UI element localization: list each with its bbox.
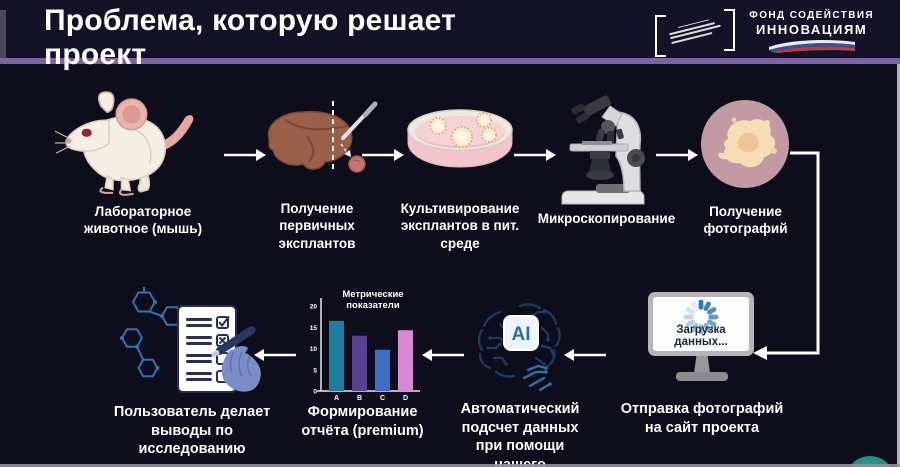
monitor-icon: Загрузка данных... [648,292,754,356]
svg-text:C: C [380,395,385,402]
step-label-photos: Получение фотографий [703,204,788,237]
step-label-report: Формирование отчёта (premium) [301,404,424,439]
left-edge-accent [0,10,6,58]
step-label-upload: Отправка фотографий на сайт проекта [620,401,784,436]
bottom-edge-strip [0,464,900,467]
monitor-stand [694,356,710,373]
bracket-left-icon [655,15,667,57]
logo-org-line1: ФОНД СОДЕЙСТВИЯ [749,9,874,21]
arrow-left-icon [422,349,464,361]
svg-text:0: 0 [313,389,317,396]
arrow-right-icon [656,149,698,161]
microscope-icon [561,95,645,205]
clipboard-conclusions-icon [120,287,261,393]
loading-text: Загрузка данных... [674,324,728,348]
right-edge-strip [897,64,900,467]
step-label-mouse: Лабораторное животное (мышь) [83,204,203,237]
logo-fineprint-lines [668,14,723,46]
ai-brain-icon: AI [477,303,561,392]
svg-text:A: A [334,395,339,402]
micrograph-photo-icon [701,100,789,188]
step-label-microscopy: Микроскопирование [537,211,676,226]
arrow-right-icon [224,149,266,161]
chart-title: Метрические показатели [342,289,404,312]
teal-corner-dot [845,456,895,467]
step-label-cultivation: Культивирование эксплантов в пит. среде [400,201,520,251]
arrow-left-icon [564,349,606,361]
ai-chip-label: AI [512,324,531,345]
svg-text:B: B [357,395,362,402]
svg-text:20: 20 [310,304,318,311]
header-band [0,0,900,58]
step-label-ai: Автоматический подсчет данных при помощи… [460,401,580,467]
accent-divider-line [0,58,900,64]
step-label-conclusions: Пользователь делает выводы по исследован… [113,404,271,458]
monitor-screen: Загрузка данных... [653,297,749,351]
loading-spinner-icon [683,299,719,335]
liver-explant-icon [267,101,378,173]
bracket-right-icon [724,9,736,51]
svg-text:10: 10 [310,346,318,353]
svg-text:D: D [403,395,408,402]
svg-text:15: 15 [310,325,318,332]
arrow-left-icon [254,349,296,361]
petri-dish-icon [407,109,513,168]
arrow-right-icon [514,149,556,161]
elbow-connector-down-left [753,151,820,360]
metrics-bar-chart: 0 5 10 15 20A B C D [310,298,420,402]
monitor-base [676,372,728,381]
flag-wave-icon [768,39,855,53]
svg-text:5: 5 [313,367,317,374]
step-label-explants: Получение первичных эксплантов [278,201,356,251]
logo-brackets-icon [653,8,737,57]
logo-org-line2: ИННОВАЦИЯМ [755,21,868,37]
lab-mouse-icon [55,91,194,196]
arrow-right-icon [362,149,404,161]
fasie-logo: ФОНД СОДЕЙСТВИЯ ИННОВАЦИЯМ [653,8,874,57]
page-title: Проблема, которую решает проект [44,4,456,71]
logo-text: ФОНД СОДЕЙСТВИЯ ИННОВАЦИЯМ [749,10,874,53]
